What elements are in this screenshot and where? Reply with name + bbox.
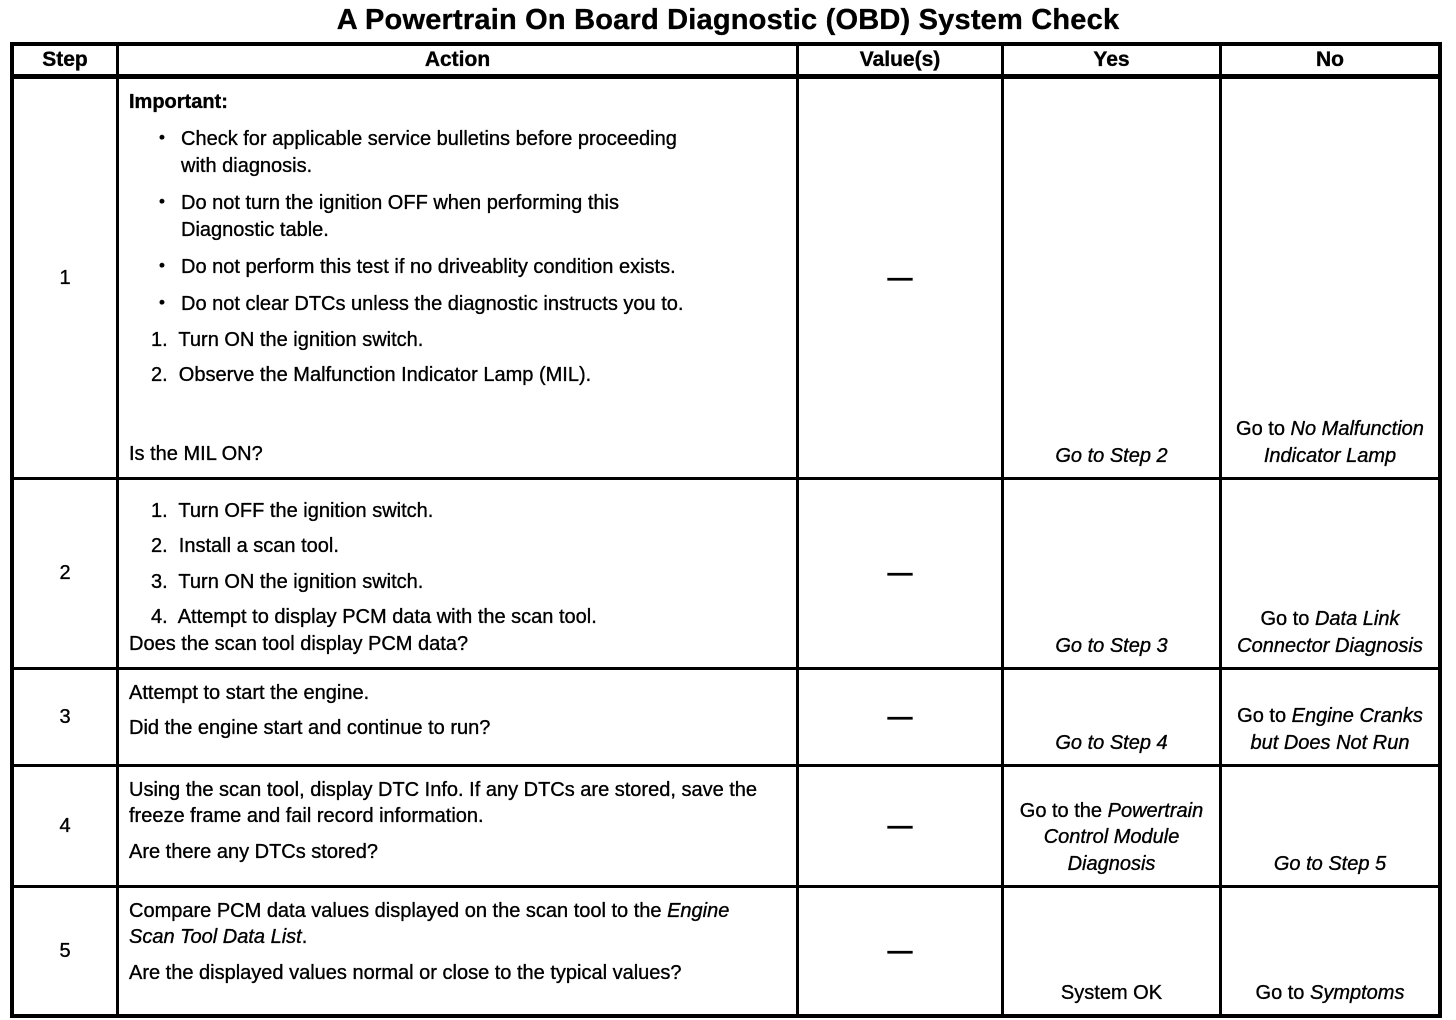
bullet-text: Do not turn the ignition OFF when perfor… bbox=[181, 192, 619, 241]
action-question: Did the engine start and continue to run… bbox=[129, 717, 491, 740]
action-question: Are the displayed values normal or close… bbox=[129, 961, 682, 984]
bullet-icon: • bbox=[159, 293, 165, 313]
value-cell: — bbox=[799, 888, 1004, 1014]
value-cell: — bbox=[799, 79, 1004, 480]
value-dash: — bbox=[887, 936, 913, 965]
numbered-step: 4. Attempt to display PCM data with the … bbox=[151, 606, 597, 629]
diagnostic-table: Step Action Value(s) Yes No 1 Important:… bbox=[10, 42, 1442, 1018]
important-label: Important: bbox=[129, 91, 228, 113]
bullet-icon: • bbox=[159, 255, 165, 275]
action-text: Compare PCM data values displayed on the… bbox=[129, 900, 730, 949]
value-dash: — bbox=[887, 702, 913, 731]
step-cell: 4 bbox=[14, 767, 119, 888]
bullet-icon: • bbox=[159, 192, 165, 212]
step-cell: 1 bbox=[14, 79, 119, 480]
numbered-step: 1. Turn OFF the ignition switch. bbox=[151, 500, 434, 522]
bullet-icon: • bbox=[159, 128, 165, 148]
value-cell: — bbox=[799, 670, 1004, 767]
action-question: Are there any DTCs stored? bbox=[129, 840, 378, 863]
action-text: Attempt to start the engine. bbox=[129, 682, 370, 704]
header-values: Value(s) bbox=[799, 46, 1004, 79]
numbered-step: 2. Observe the Malfunction Indicator Lam… bbox=[151, 364, 592, 387]
action-text: Using the scan tool, display DTC Info. I… bbox=[129, 779, 758, 828]
value-dash: — bbox=[887, 811, 913, 840]
bullet-item: • Do not perform this test if no driveab… bbox=[129, 254, 780, 280]
bullet-text: Check for applicable service bulletins b… bbox=[181, 128, 677, 177]
no-cell: Go to Engine Cranks but Does Not Run bbox=[1222, 670, 1438, 767]
header-step: Step bbox=[14, 46, 119, 79]
action-question: Is the MIL ON? bbox=[129, 442, 263, 465]
action-cell: Attempt to start the engine. Did the eng… bbox=[119, 670, 799, 767]
goto-text: Go to No Malfunction Indicator Lamp bbox=[1236, 418, 1424, 467]
no-cell: Go to No Malfunction Indicator Lamp bbox=[1222, 79, 1438, 480]
numbered-step: 3. Turn ON the ignition switch. bbox=[151, 570, 424, 593]
yes-cell: Go to the Powertrain Control Module Diag… bbox=[1004, 767, 1222, 888]
step-cell: 5 bbox=[14, 888, 119, 1014]
action-cell: Important: • Check for applicable servic… bbox=[119, 79, 799, 480]
no-cell: Go to Step 5 bbox=[1222, 767, 1438, 888]
bullet-text: Do not clear DTCs unless the diagnostic … bbox=[181, 293, 684, 316]
goto-text: Go to Symptoms bbox=[1255, 981, 1405, 1004]
action-cell: Using the scan tool, display DTC Info. I… bbox=[119, 767, 799, 888]
goto-text: Go to Step 2 bbox=[1055, 444, 1168, 467]
goto-text: Go to Engine Cranks but Does Not Run bbox=[1237, 705, 1423, 754]
action-cell: Compare PCM data values displayed on the… bbox=[119, 888, 799, 1014]
yes-cell: Go to Step 4 bbox=[1004, 670, 1222, 767]
action-cell: 1. Turn OFF the ignition switch. 2. Inst… bbox=[119, 480, 799, 670]
bullet-text: Do not perform this test if no driveabli… bbox=[181, 255, 676, 278]
step-cell: 3 bbox=[14, 670, 119, 767]
value-dash: — bbox=[887, 263, 913, 292]
goto-text: Go to the Powertrain Control Module Diag… bbox=[1019, 799, 1204, 875]
goto-text: Go to Step 4 bbox=[1055, 731, 1168, 754]
goto-text: Go to Step 3 bbox=[1055, 634, 1168, 657]
numbered-step: 1. Turn ON the ignition switch. bbox=[151, 328, 424, 351]
value-dash: — bbox=[887, 559, 913, 587]
yes-cell: Go to Step 2 bbox=[1004, 79, 1222, 480]
step-cell: 2 bbox=[14, 480, 119, 670]
goto-text: System OK bbox=[1060, 981, 1163, 1004]
yes-cell: System OK bbox=[1004, 888, 1222, 1014]
value-cell: — bbox=[799, 767, 1004, 888]
header-action: Action bbox=[119, 46, 799, 79]
bullet-item: • Check for applicable service bulletins… bbox=[129, 126, 780, 179]
bullet-item: • Do not clear DTCs unless the diagnosti… bbox=[129, 291, 780, 317]
header-yes: Yes bbox=[1004, 46, 1222, 79]
bullet-item: • Do not turn the ignition OFF when perf… bbox=[129, 190, 780, 243]
no-cell: Go to Symptoms bbox=[1222, 888, 1438, 1014]
goto-text: Go to Data Link Connector Diagnosis bbox=[1237, 608, 1423, 657]
numbered-step: 2. Install a scan tool. bbox=[151, 535, 339, 558]
yes-cell: Go to Step 3 bbox=[1004, 480, 1222, 670]
action-question: Does the scan tool display PCM data? bbox=[129, 632, 469, 655]
page-title: A Powertrain On Board Diagnostic (OBD) S… bbox=[336, 4, 1120, 36]
no-cell: Go to Data Link Connector Diagnosis bbox=[1222, 480, 1438, 670]
value-cell: — bbox=[799, 480, 1004, 670]
header-no: No bbox=[1222, 46, 1438, 79]
goto-text: Go to Step 5 bbox=[1273, 852, 1387, 875]
